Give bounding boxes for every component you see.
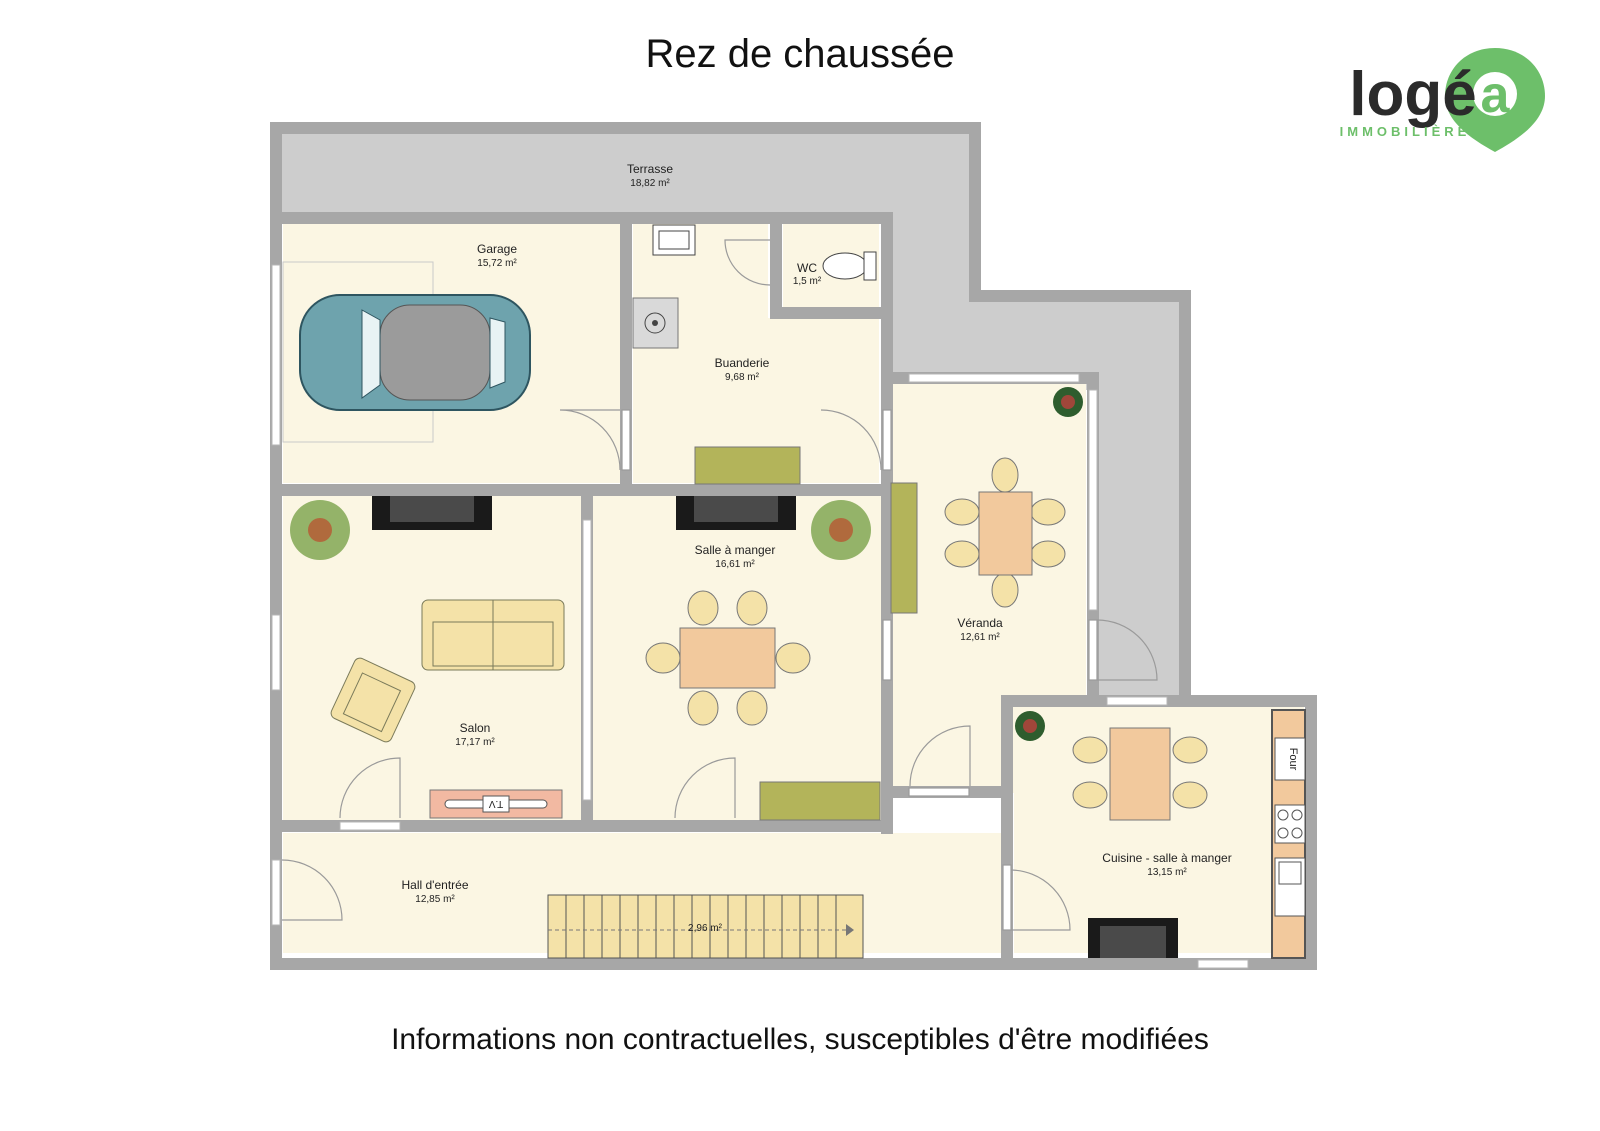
veranda-table-icon [944, 457, 1066, 608]
disclaimer: Informations non contractuelles, suscept… [391, 1023, 1209, 1056]
cooktop-icon [1274, 804, 1306, 844]
room-area-salon: 17,17 m² [455, 737, 495, 748]
laundry-sink-icon [652, 224, 696, 256]
room-area-veranda: 12,61 m² [960, 632, 1000, 643]
oven-icon [1274, 737, 1306, 781]
fireplace-icon [372, 496, 492, 530]
room-area-terrasse: 18,82 m² [630, 178, 670, 189]
room-name-wc: WC [797, 261, 817, 275]
sofa-icon [421, 599, 565, 671]
room-name-veranda: Véranda [957, 616, 1003, 630]
plant-icon [290, 500, 350, 560]
buanderie-cabinet [694, 446, 801, 485]
room-area-wc: 1,5 m² [793, 276, 822, 287]
windows [271, 264, 1249, 969]
fireplace-icon [676, 496, 796, 530]
logo-tagline: IMMOBILIÈRE [1340, 124, 1471, 139]
room-name-buanderie: Buanderie [715, 356, 770, 370]
svg-text:logé: logé [1349, 60, 1476, 129]
plant-icon [1053, 387, 1083, 417]
room-name-salle-a-manger: Salle à manger [695, 543, 776, 557]
doors [281, 239, 1158, 931]
plant-icon [1015, 711, 1045, 741]
sideboard [759, 781, 881, 821]
tv-label: T.V [488, 798, 503, 809]
room-name-cuisine: Cuisine - salle à manger [1102, 851, 1231, 865]
room-area-salle-a-manger: 16,61 m² [715, 559, 755, 570]
room-area-escalier: 2,96 m² [688, 923, 723, 934]
tv-stand [429, 789, 563, 819]
room-name-salon: Salon [460, 721, 491, 735]
logo: logé a IMMOBILIÈRE [1340, 48, 1545, 152]
room-area-garage: 15,72 m² [477, 258, 517, 269]
page-title: Rez de chaussée [645, 32, 955, 76]
room-area-buanderie: 9,68 m² [725, 372, 760, 383]
room-name-garage: Garage [477, 242, 517, 256]
toilet-icon [822, 251, 877, 281]
room-labels: Terrasse 18,82 m² Garage 15,72 m² WC 1,5… [402, 162, 1232, 934]
armchair-icon [330, 657, 416, 743]
room-area-hall: 12,85 m² [415, 894, 455, 905]
room-area-cuisine: 13,15 m² [1147, 867, 1187, 878]
room-name-hall: Hall d'entrée [402, 878, 469, 892]
oven-label: Four [1287, 748, 1299, 771]
kitchen-counter [1271, 709, 1306, 959]
veranda-bench [890, 482, 918, 614]
room-name-terrasse: Terrasse [627, 162, 673, 176]
plant-icon [811, 500, 871, 560]
fireplace-icon [1088, 918, 1178, 958]
kitchen-sink-icon [1274, 857, 1306, 917]
terrace-area [272, 128, 1185, 700]
dining-table-icon [645, 590, 811, 726]
washing-machine-icon [632, 297, 679, 349]
car-icon [282, 261, 531, 443]
svg-text:a: a [1481, 66, 1511, 124]
kitchen-table-icon [1072, 727, 1208, 821]
staircase-icon [547, 894, 864, 959]
